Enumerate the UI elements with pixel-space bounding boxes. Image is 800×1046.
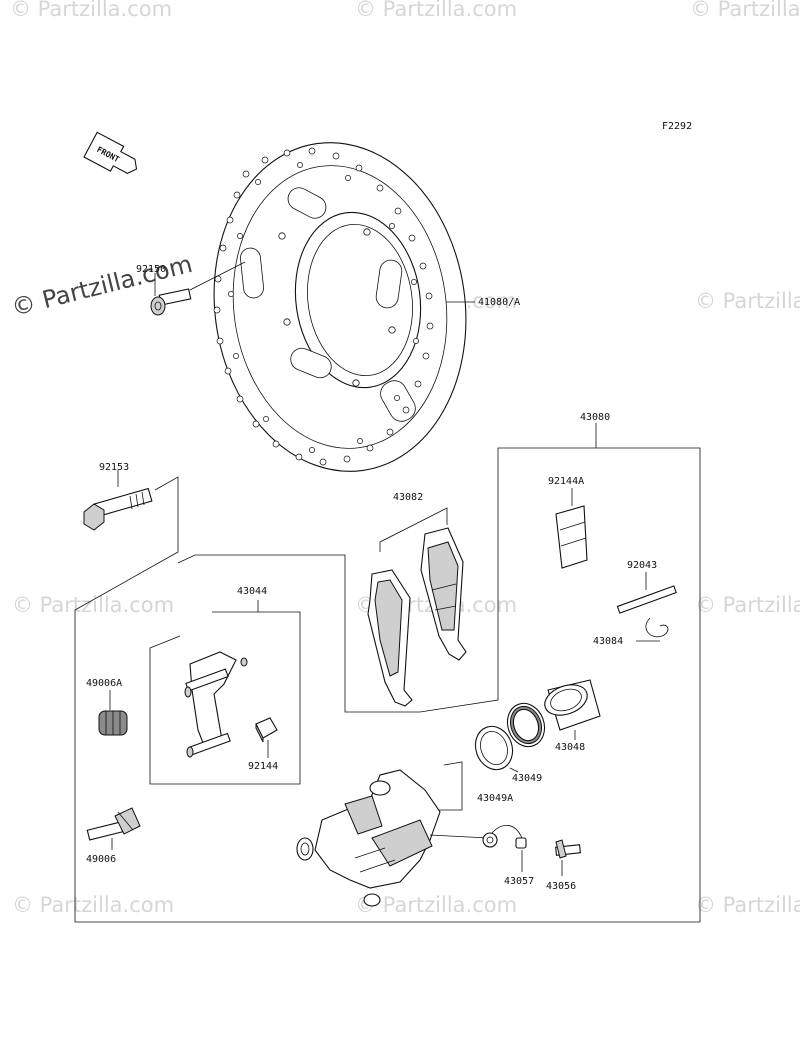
bracket-boot (255, 717, 278, 758)
part-label-43049: 43049 (512, 773, 542, 784)
watermark: © Partzilla.com (355, 0, 517, 21)
watermark: © Partzilla.com (695, 893, 800, 917)
brake-disc (213, 142, 467, 472)
part-label-41080a: 41080/A (478, 297, 520, 308)
pad-spring (555, 488, 588, 569)
figure-code: F2292 (662, 121, 692, 132)
watermark: © Partzilla.com (12, 593, 174, 617)
part-label-92150: 92150 (136, 264, 166, 275)
caliper-body (296, 769, 489, 907)
part-label-43084: 43084 (593, 636, 623, 647)
slide-pin (86, 807, 141, 850)
watermark: © Partzilla.com (690, 0, 800, 21)
part-label-43080: 43080 (580, 412, 610, 423)
part-label-92043: 92043 (627, 560, 657, 571)
dust-boot (98, 690, 128, 736)
part-label-43049a: 43049A (477, 793, 513, 804)
front-arrow-icon: FRONT (83, 131, 138, 174)
part-label-92144: 92144 (248, 761, 278, 772)
brake-pads (367, 507, 467, 707)
part-label-43056: 43056 (546, 881, 576, 892)
part-label-43082: 43082 (393, 492, 423, 503)
pad-pin (616, 572, 677, 614)
pin-clip (636, 617, 669, 642)
assembly-frames (74, 423, 701, 923)
watermark: © Partzilla.com (10, 0, 172, 21)
watermark: © Partzilla.com (695, 593, 800, 617)
part-label-43048: 43048 (555, 742, 585, 753)
part-label-92153: 92153 (99, 462, 129, 473)
bleeder-cap (482, 824, 527, 872)
caliper-bracket (184, 651, 248, 758)
part-label-92144a: 92144A (548, 476, 584, 487)
piston-and-seals (430, 679, 601, 811)
watermark: © Partzilla.com (695, 289, 800, 313)
part-label-49006: 49006 (86, 854, 116, 865)
disc-bolt (150, 261, 246, 316)
bleed-valve (555, 839, 581, 876)
watermark-main: © Partzilla.com (9, 250, 195, 322)
watermark: © Partzilla.com (12, 893, 174, 917)
caliper-bolt (83, 470, 153, 531)
watermark: © Partzilla.com (355, 893, 517, 917)
part-label-43044: 43044 (237, 586, 267, 597)
part-label-49006a: 49006A (86, 678, 122, 689)
part-label-43057: 43057 (504, 876, 534, 887)
